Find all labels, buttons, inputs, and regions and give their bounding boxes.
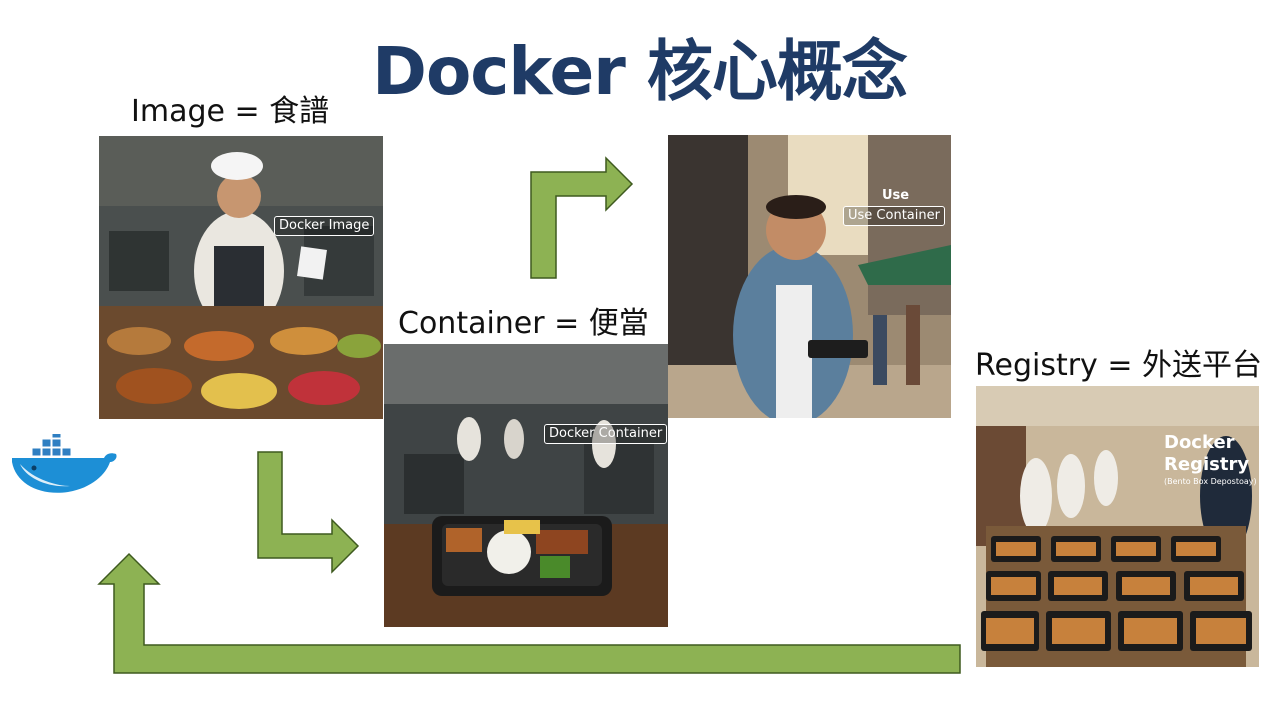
image-label: Image = 食譜 — [131, 94, 330, 129]
registry-photo-bento-depot: Docker Registry (Bento Box Depostoay) — [976, 386, 1259, 667]
page-title: Docker 核心概念 — [372, 33, 908, 110]
registry-overlay-line1: Docker — [1164, 432, 1235, 453]
container-label: Container = 便當 — [398, 306, 649, 341]
container-photo-bento: Docker Container — [384, 344, 668, 627]
arrow-registry-return — [97, 552, 961, 674]
docker-whale-icon — [12, 434, 117, 493]
use-overlay-text: Use — [882, 188, 910, 203]
image-photo-chef: Docker Image — [99, 136, 383, 419]
arrow-image-to-container — [257, 451, 360, 574]
registry-overlay-line2: Registry — [1164, 454, 1250, 475]
arrow-container-to-use — [530, 156, 634, 279]
registry-overlay-sub: (Bento Box Depostoay) — [1164, 477, 1257, 486]
use-container-overlay: Use Container — [843, 206, 945, 226]
docker-image-overlay: Docker Image — [274, 216, 375, 236]
registry-label: Registry = 外送平台 — [975, 348, 1263, 383]
use-container-photo-street: Use Use Container — [668, 135, 951, 418]
registry-overlay: Docker Registry (Bento Box Depostoay) — [1164, 432, 1257, 488]
docker-container-overlay: Docker Container — [544, 424, 668, 444]
